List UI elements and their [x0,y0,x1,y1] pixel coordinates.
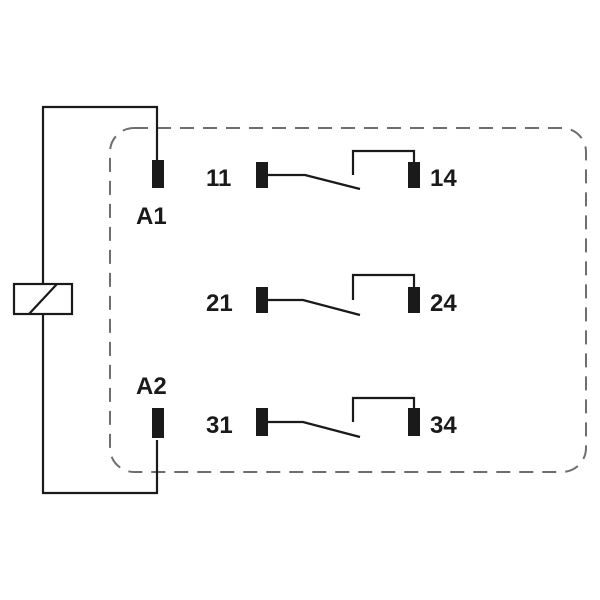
coil-terminal-a1 [152,160,164,188]
label-no-3: 34 [430,412,457,439]
coil-terminal-a2 [152,408,164,438]
contact-stop-2 [351,273,416,300]
label-common-1: 11 [206,165,231,192]
contact-arm-3 [268,420,361,439]
terminal-no-3 [408,408,420,436]
contact-arm-1 [268,173,361,191]
terminal-common-2 [256,287,268,313]
label-common-3: 31 [206,412,233,439]
terminal-no-2 [408,287,420,313]
contact-set-3: 31 34 [206,396,457,439]
contact-stop-3 [351,396,416,422]
label-common-2: 21 [206,290,233,317]
coil-diagonal [28,283,58,315]
label-no-2: 24 [430,290,457,317]
coil-label-a2: A2 [136,373,167,400]
terminal-no-1 [408,162,420,188]
terminal-common-1 [256,162,268,188]
relay-enclosure [109,127,587,473]
contact-stop-1 [351,149,416,175]
label-no-1: 14 [430,165,457,192]
terminal-common-3 [256,408,268,436]
contact-set-1: 11 14 [206,149,457,192]
contact-set-2: 21 24 [206,273,457,317]
contact-arm-2 [268,298,361,317]
coil-label-a1: A1 [136,203,167,230]
